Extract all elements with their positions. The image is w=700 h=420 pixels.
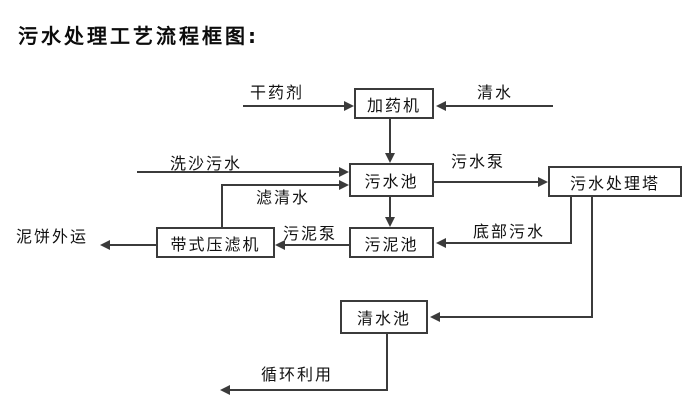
arrowhead-down-icon: [385, 153, 395, 163]
arrowhead-left-icon: [275, 240, 285, 250]
connector-bottom-sewage-vertical: [570, 197, 572, 243]
node-sludge-pool-label: 污泥池: [364, 234, 419, 254]
node-sludge-pool: 污泥池: [349, 227, 434, 258]
arrowhead-down-icon: [385, 217, 395, 227]
node-belt-filter-press-label: 带式压滤机: [170, 234, 261, 254]
edge-label-clean-water: 清水: [477, 83, 514, 102]
page-title: 污水处理工艺流程框图:: [18, 24, 259, 48]
arrowhead-right-icon: [538, 177, 548, 187]
connector-dry-agent: [243, 105, 346, 107]
node-dosing-machine-label: 加药机: [366, 95, 421, 115]
connector-tower-to-clean-vertical: [591, 197, 593, 318]
connector-mud-cake-out: [110, 244, 156, 246]
node-dosing-machine: 加药机: [354, 88, 434, 119]
connector-sand-wash-sewage: [137, 171, 340, 173]
connector-sewage-pump: [434, 181, 539, 183]
connector-recycling-vertical: [386, 334, 388, 391]
edge-label-sand-wash-sewage: 洗沙污水: [170, 154, 243, 173]
arrowhead-left-icon: [430, 312, 440, 322]
edge-label-dry-agent: 干药剂: [250, 83, 305, 102]
edge-label-sludge-pump: 污泥泵: [283, 224, 338, 243]
arrowhead-right-icon: [344, 101, 354, 111]
arrowhead-left-icon: [220, 385, 230, 395]
node-clean-water-pool: 清水池: [340, 300, 428, 334]
arrowhead-right-icon: [339, 167, 349, 177]
edge-label-filtered-water: 滤清水: [256, 188, 311, 207]
node-treatment-tower-label: 污水处理塔: [569, 173, 660, 193]
node-sewage-pool: 污水池: [349, 163, 434, 197]
connector-sewage-to-sludge: [389, 197, 391, 218]
connector-filtered-water-vertical: [221, 185, 223, 227]
connector-recycling-horizontal: [230, 389, 388, 391]
arrowhead-left-icon: [436, 101, 446, 111]
connector-sludge-pump: [285, 244, 349, 246]
node-treatment-tower: 污水处理塔: [548, 166, 682, 197]
connector-bottom-sewage-horizontal: [446, 242, 572, 244]
edge-label-bottom-sewage: 底部污水: [473, 222, 546, 241]
connector-tower-to-clean-horizontal: [440, 316, 593, 318]
arrowhead-left-icon: [436, 238, 446, 248]
node-belt-filter-press: 带式压滤机: [156, 227, 275, 258]
connector-clean-water: [446, 105, 553, 107]
edge-label-recycling: 循环利用: [261, 365, 334, 384]
node-sewage-pool-label: 污水池: [364, 172, 419, 191]
connector-dosing-to-sewage: [389, 119, 391, 153]
node-clean-water-pool-label: 清水池: [356, 309, 411, 328]
edge-label-sewage-pump: 污水泵: [451, 152, 506, 171]
edge-label-mud-cake-out: 泥饼外运: [16, 227, 89, 246]
arrowhead-left-icon: [100, 240, 110, 250]
connector-filtered-water-horizontal: [221, 184, 340, 186]
arrowhead-right-icon: [339, 180, 349, 190]
